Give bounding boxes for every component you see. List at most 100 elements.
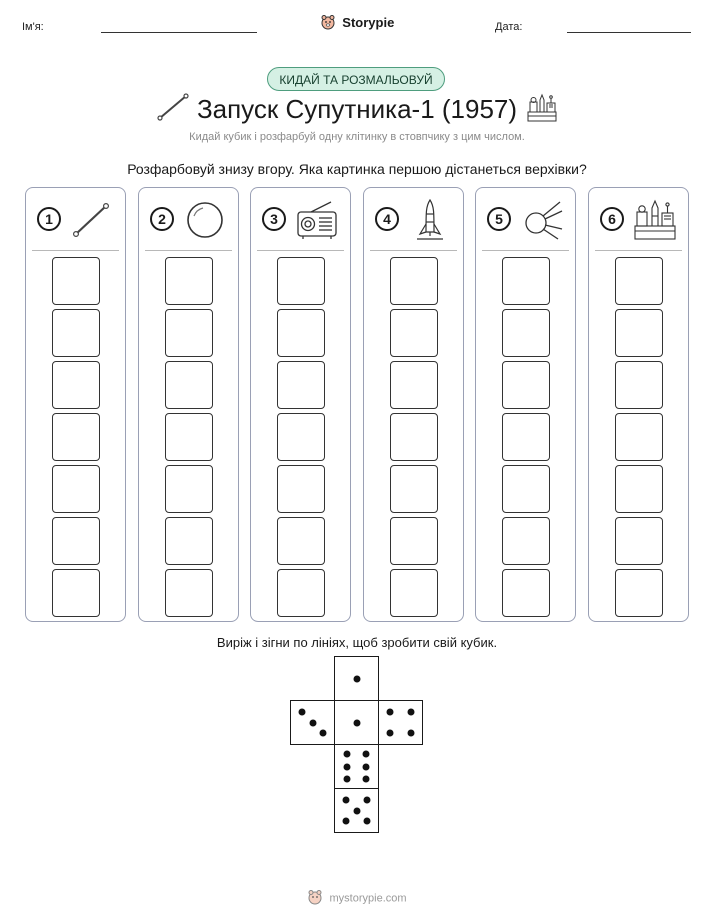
antenna-rod-icon: [70, 198, 114, 242]
pip: [407, 708, 415, 716]
cell-5-3[interactable]: [502, 465, 550, 513]
date-label: Дата:: [495, 21, 523, 33]
column-divider: [257, 250, 344, 251]
pip: [363, 817, 371, 825]
cell-3-5[interactable]: [277, 361, 325, 409]
cell-1-5[interactable]: [52, 361, 100, 409]
storypie-logo-icon: [320, 14, 336, 33]
column-4: 4: [363, 187, 464, 622]
cell-4-5[interactable]: [390, 361, 438, 409]
date-line: [567, 32, 691, 33]
pip: [407, 729, 415, 737]
die-face-center: [334, 700, 379, 745]
cell-6-1[interactable]: [615, 569, 663, 617]
pip: [362, 763, 370, 770]
die-face-left: [290, 700, 335, 745]
column-1: 1: [25, 187, 126, 622]
cell-4-1[interactable]: [390, 569, 438, 617]
cell-5-1[interactable]: [502, 569, 550, 617]
cell-3-7[interactable]: [277, 257, 325, 305]
cell-4-7[interactable]: [390, 257, 438, 305]
column-6: 6: [588, 187, 689, 622]
instruction: Розфарбовуй знизу вгору. Яка картинка пе…: [127, 161, 587, 177]
cell-2-5[interactable]: [165, 361, 213, 409]
pip: [298, 708, 306, 716]
pip: [386, 729, 394, 737]
cell-6-2[interactable]: [615, 517, 663, 565]
cell-2-7[interactable]: [165, 257, 213, 305]
cell-5-5[interactable]: [502, 361, 550, 409]
column-number: 5: [487, 207, 511, 231]
die-face-right: [378, 700, 423, 745]
cell-2-3[interactable]: [165, 465, 213, 513]
cell-4-3[interactable]: [390, 465, 438, 513]
die-face-bottom: [334, 744, 379, 789]
pip: [353, 807, 360, 814]
cell-6-5[interactable]: [615, 361, 663, 409]
pip: [342, 817, 350, 825]
column-5: 5: [475, 187, 576, 622]
subtitle: Кидай кубик і розфарбуй одну клітинку в …: [189, 131, 525, 143]
cell-6-4[interactable]: [615, 413, 663, 461]
cell-6-6[interactable]: [615, 309, 663, 357]
pip: [342, 796, 350, 804]
pip: [362, 750, 370, 758]
cell-6-3[interactable]: [615, 465, 663, 513]
pip: [362, 775, 370, 783]
sphere-icon: [183, 198, 227, 242]
footer: mystorypie.com: [0, 889, 714, 908]
cell-1-7[interactable]: [52, 257, 100, 305]
column-divider: [32, 250, 119, 251]
cell-4-2[interactable]: [390, 517, 438, 565]
cell-2-2[interactable]: [165, 517, 213, 565]
antenna-rod-icon: [157, 93, 189, 126]
cell-5-7[interactable]: [502, 257, 550, 305]
space-lab-icon: [526, 92, 558, 129]
column-number: 3: [262, 207, 286, 231]
column-number: 4: [375, 207, 399, 231]
cell-1-1[interactable]: [52, 569, 100, 617]
rocket-icon: [408, 198, 452, 242]
cell-5-4[interactable]: [502, 413, 550, 461]
footer-url[interactable]: mystorypie.com: [329, 892, 407, 905]
cell-3-4[interactable]: [277, 413, 325, 461]
cell-3-2[interactable]: [277, 517, 325, 565]
pip: [363, 796, 371, 804]
space-lab-icon: [633, 198, 677, 242]
radio-icon: [295, 198, 339, 242]
page-title: Запуск Супутника-1 (1957): [196, 94, 518, 124]
brand: Storypie: [0, 14, 714, 33]
column-divider: [370, 250, 457, 251]
pip: [386, 708, 394, 716]
cell-4-4[interactable]: [390, 413, 438, 461]
column-number: 2: [150, 207, 174, 231]
cell-3-3[interactable]: [277, 465, 325, 513]
column-3: 3: [250, 187, 351, 622]
cell-3-1[interactable]: [277, 569, 325, 617]
cell-4-6[interactable]: [390, 309, 438, 357]
name-label: Ім'я:: [22, 21, 44, 33]
die-face-top: [334, 656, 379, 701]
cell-1-4[interactable]: [52, 413, 100, 461]
column-divider: [595, 250, 682, 251]
column-divider: [482, 250, 569, 251]
column-number: 6: [600, 207, 624, 231]
pip: [309, 719, 316, 726]
storypie-logo-icon: [307, 889, 323, 908]
activity-badge: КИДАЙ ТА РОЗМАЛЬОВУЙ: [267, 67, 445, 91]
cell-2-1[interactable]: [165, 569, 213, 617]
cell-1-6[interactable]: [52, 309, 100, 357]
cut-instruction: Виріж і зігни по лініях, щоб зробити сві…: [216, 635, 498, 650]
cell-2-4[interactable]: [165, 413, 213, 461]
cell-1-3[interactable]: [52, 465, 100, 513]
cell-5-6[interactable]: [502, 309, 550, 357]
column-divider: [145, 250, 232, 251]
cell-2-6[interactable]: [165, 309, 213, 357]
pip: [343, 750, 351, 758]
cell-1-2[interactable]: [52, 517, 100, 565]
cell-3-6[interactable]: [277, 309, 325, 357]
column-2: 2: [138, 187, 239, 622]
sputnik-icon: [520, 198, 564, 242]
cell-6-7[interactable]: [615, 257, 663, 305]
cell-5-2[interactable]: [502, 517, 550, 565]
